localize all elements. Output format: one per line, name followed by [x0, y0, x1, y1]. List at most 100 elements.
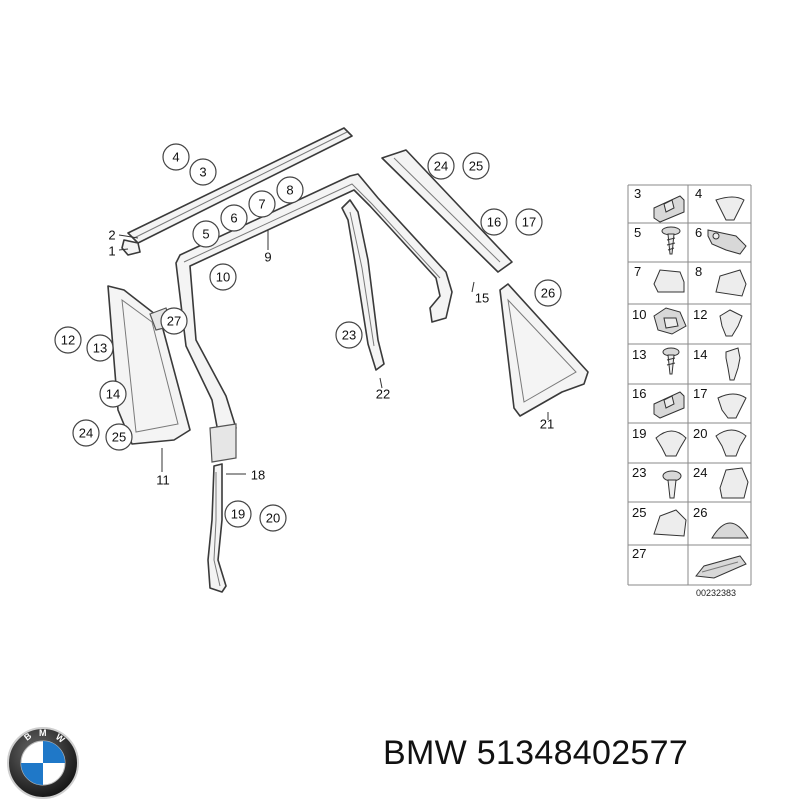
- bracket-icon: [707, 229, 747, 255]
- svg-text:6: 6: [230, 211, 237, 226]
- callout-6: 6: [220, 204, 248, 232]
- clip-holder-icon: [719, 467, 749, 499]
- rivet-icon: [717, 393, 747, 419]
- svg-text:7: 7: [258, 197, 265, 212]
- callout-4: 4: [162, 143, 190, 171]
- svg-text:26: 26: [541, 286, 555, 301]
- clip-icon: [653, 195, 685, 223]
- leader-lines: [118, 230, 549, 475]
- callout-14: 14: [99, 380, 127, 408]
- clip-holder-icon: [653, 307, 687, 335]
- svg-text:24: 24: [79, 426, 93, 441]
- dome-cap-icon: [711, 522, 749, 539]
- legend-num-13: 13: [632, 347, 646, 362]
- callout-8: 8: [276, 176, 304, 204]
- screw-icon: [662, 470, 682, 499]
- part-pillar-trim: [107, 285, 191, 445]
- svg-text:27: 27: [167, 314, 181, 329]
- legend-num-25: 25: [632, 505, 646, 520]
- callout-25: 25: [462, 152, 490, 180]
- legend-num-12: 12: [693, 307, 707, 322]
- svg-text:20: 20: [266, 511, 280, 526]
- clip-icon: [653, 391, 685, 419]
- svg-text:M: M: [39, 728, 47, 738]
- legend-num-14: 14: [693, 347, 707, 362]
- legend-num-6: 6: [695, 225, 702, 240]
- callout-23: 23: [335, 321, 363, 349]
- callout-5: 5: [192, 220, 220, 248]
- legend-num-8: 8: [695, 264, 702, 279]
- svg-text:19: 19: [231, 507, 245, 522]
- svg-text:25: 25: [469, 159, 483, 174]
- svg-text:25: 25: [112, 430, 126, 445]
- label-21: 21: [540, 417, 554, 432]
- label-18: 18: [251, 468, 265, 483]
- reference-number: 00232383: [696, 588, 736, 598]
- svg-text:12: 12: [61, 333, 75, 348]
- label-22: 22: [376, 387, 390, 402]
- label-1: 1: [108, 244, 115, 259]
- svg-text:24: 24: [434, 159, 448, 174]
- label-9: 9: [264, 250, 271, 265]
- part-number-title: BMW 51348402577: [383, 734, 689, 772]
- part-roof-moulding: [121, 127, 353, 256]
- legend-num-27: 27: [632, 546, 646, 561]
- grommet-icon: [655, 430, 687, 457]
- legend-num-23: 23: [632, 465, 646, 480]
- callout-16: 16: [480, 208, 508, 236]
- svg-text:16: 16: [487, 215, 501, 230]
- adhesive-arrow-icon: [695, 555, 747, 579]
- callout-24: 24: [427, 152, 455, 180]
- callout-24b: 24: [72, 419, 100, 447]
- clip-holder-icon: [653, 269, 685, 293]
- legend-grid: [627, 184, 752, 586]
- pin-icon: [719, 309, 743, 337]
- callout-27: 27: [160, 307, 188, 335]
- label-11: 11: [156, 473, 170, 488]
- legend-num-3: 3: [634, 186, 641, 201]
- legend-num-19: 19: [632, 426, 646, 441]
- screw-icon: [661, 226, 681, 255]
- part-triangle-window: [499, 283, 589, 417]
- svg-text:13: 13: [93, 341, 107, 356]
- legend-num-26: 26: [693, 505, 707, 520]
- callout-17: 17: [515, 208, 543, 236]
- svg-text:3: 3: [199, 165, 206, 180]
- legend-num-24: 24: [693, 465, 707, 480]
- label-15: 15: [475, 291, 489, 306]
- svg-text:14: 14: [106, 387, 120, 402]
- legend-num-17: 17: [693, 386, 707, 401]
- legend-num-5: 5: [634, 225, 641, 240]
- svg-text:B: B: [22, 730, 34, 742]
- screw-icon: [662, 347, 680, 375]
- legend-num-20: 20: [693, 426, 707, 441]
- svg-text:17: 17: [522, 215, 536, 230]
- callout-3: 3: [189, 158, 217, 186]
- svg-text:8: 8: [286, 183, 293, 198]
- clip-holder-icon: [653, 509, 687, 537]
- callout-26: 26: [534, 279, 562, 307]
- callout-25b: 25: [105, 423, 133, 451]
- callout-12: 12: [54, 326, 82, 354]
- callout-10: 10: [209, 263, 237, 291]
- clip-holder-icon: [715, 269, 747, 297]
- callout-19: 19: [224, 500, 252, 528]
- part-seal-strip: [207, 463, 227, 593]
- rivet-icon: [715, 196, 745, 221]
- pin-icon: [725, 347, 741, 381]
- svg-text:4: 4: [172, 150, 179, 165]
- callout-7: 7: [248, 190, 276, 218]
- svg-text:10: 10: [216, 270, 230, 285]
- legend-num-16: 16: [632, 386, 646, 401]
- part-window-channel: [341, 199, 385, 371]
- label-2: 2: [108, 228, 115, 243]
- callout-20: 20: [259, 504, 287, 532]
- svg-text:23: 23: [342, 328, 356, 343]
- grommet-icon: [715, 429, 747, 457]
- legend-num-4: 4: [695, 186, 702, 201]
- part-upper-strip: [381, 149, 513, 273]
- legend-num-7: 7: [634, 264, 641, 279]
- part-door-frame-trim: [175, 173, 453, 463]
- legend-num-10: 10: [632, 307, 646, 322]
